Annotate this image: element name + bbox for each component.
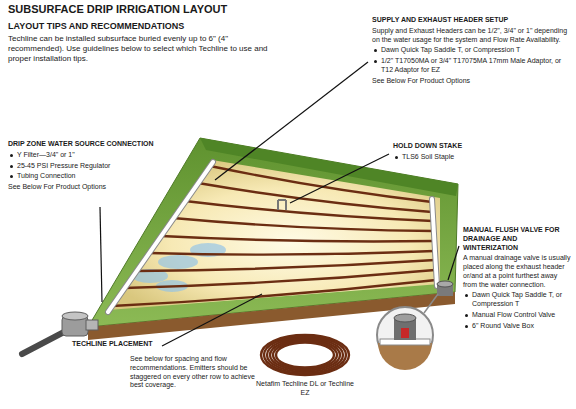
bullet-item: 1/2" T17050MA or 3/4" T17075MA 17mm Male…	[372, 57, 570, 75]
title: SUBSURFACE DRIP IRRIGATION LAYOUT	[8, 3, 227, 15]
coil-turn	[267, 338, 343, 372]
callout-text: See Below For Product Options	[372, 77, 570, 86]
bullet-item: 6" Round Valve Box	[463, 322, 571, 331]
callout-text: TECHLINE PLACEMENT	[72, 340, 192, 349]
bullet-item: Tubing Connection	[8, 172, 176, 181]
header-pipe	[432, 199, 437, 286]
techline-row	[112, 280, 436, 306]
callout-text: DRIP ZONE WATER SOURCE CONNECTION	[8, 140, 176, 149]
heading: MANUAL FLUSH VALVE FOR DRAINAGE AND WINT…	[463, 226, 559, 251]
product-label: Netafim Techline DL or Techline EZ	[256, 380, 354, 396]
header-outline	[108, 162, 213, 312]
bullet-text: Y Filter—3/4" or 1"	[17, 151, 75, 158]
water-source-fitting	[22, 312, 98, 354]
bullet-item: TLS6 Soil Staple	[393, 153, 543, 162]
bullet-item: Dawn Quick Tap Saddle T, or Compression …	[372, 46, 570, 55]
leader-line	[448, 246, 459, 280]
techline-row	[210, 166, 432, 202]
techline-row	[149, 251, 434, 255]
callout-text: LAYOUT TIPS AND RECOMMENDATIONS	[8, 21, 270, 32]
leader-line	[100, 207, 102, 302]
inset-soil	[378, 343, 432, 370]
techline-row	[124, 270, 435, 288]
callout-text: Supply and Exhaust Headers can be 1/2", …	[372, 27, 570, 45]
bullet-text: TLS6 Soil Staple	[402, 153, 454, 160]
bullet-item: Dawn Quick Tap Saddle T, or Compression …	[463, 291, 571, 309]
leader-line	[215, 62, 368, 180]
heading: HOLD DOWN STAKE	[393, 142, 462, 149]
coil-turn	[261, 335, 349, 375]
coil-turn	[264, 337, 346, 374]
valve-box	[437, 281, 453, 296]
valve-inset	[377, 307, 433, 370]
callout-text: See below for spacing and flow recommend…	[130, 355, 255, 390]
callout-text: Techline can be installed subsurface bur…	[8, 34, 270, 64]
body-text: Techline can be installed subsurface bur…	[8, 34, 268, 63]
techline-row	[185, 201, 433, 221]
leader-lines	[100, 62, 459, 346]
bullet-text: 25-45 PSI Pressure Regulator	[17, 162, 110, 169]
header-pipe	[108, 162, 213, 312]
bullet-dot	[10, 165, 13, 168]
soil-staple	[278, 200, 286, 210]
coil-turn	[273, 341, 337, 369]
body-text: See Below For Product Options	[8, 183, 106, 190]
inset-valve-lid	[394, 314, 416, 322]
callout-text: MANUAL FLUSH VALVE FOR DRAINAGE AND WINT…	[463, 226, 571, 252]
leader-line	[162, 294, 262, 346]
bullet-item: Y Filter—3/4" or 1"	[8, 151, 176, 160]
supply-header	[108, 162, 213, 312]
techline-row	[136, 260, 435, 271]
bullet-item: Manual Flow Control Valve	[463, 311, 571, 320]
bullet-text: Dawn Quick Tap Saddle T, or Compression …	[472, 291, 562, 307]
body-text: Supply and Exhaust Headers can be 1/2", …	[372, 27, 567, 43]
bullet-dot	[374, 60, 377, 63]
lit-field	[108, 160, 440, 310]
filter-cap	[62, 312, 88, 320]
soil-front	[88, 292, 455, 340]
callout-text: See Below For Product Options	[8, 183, 176, 192]
bullet-text: Manual Flow Control Valve	[472, 311, 555, 318]
coil-hole	[276, 343, 334, 368]
bullet-dot	[10, 175, 13, 178]
inset-valve	[401, 328, 409, 338]
heading: TECHLINE PLACEMENT	[72, 340, 153, 347]
supply-hose	[22, 332, 64, 354]
body-text: See Below For Product Options	[372, 77, 470, 84]
header-outline	[432, 199, 437, 286]
bullet-dot	[395, 156, 398, 159]
valve-box-lid	[437, 281, 453, 287]
regulator	[86, 320, 98, 330]
bullet-dot	[465, 325, 468, 328]
bullet-text: 6" Round Valve Box	[472, 322, 534, 329]
heading: LAYOUT TIPS AND RECOMMENDATIONS	[8, 21, 184, 31]
callout-text: SUBSURFACE DRIP IRRIGATION LAYOUT	[8, 3, 338, 17]
leader-line	[290, 154, 389, 203]
bullet-item: 25-45 PSI Pressure Regulator	[8, 162, 176, 171]
bullet-dot	[10, 154, 13, 157]
callout-text: Netafim Techline DL or Techline EZ	[255, 380, 355, 398]
wet-spot	[158, 255, 198, 269]
exhaust-header	[432, 199, 437, 286]
bullet-dot	[374, 49, 377, 52]
bullet-text: Tubing Connection	[17, 172, 76, 179]
heading: DRIP ZONE WATER SOURCE CONNECTION	[8, 140, 154, 147]
bullet-dot	[465, 314, 468, 317]
heading: SUPPLY AND EXHAUST HEADER SETUP	[372, 16, 508, 23]
bullet-text: 1/2" T17050MA or 3/4" T17075MA 17mm Male…	[381, 57, 561, 73]
body-text: A manual drainage valve is usually place…	[463, 254, 570, 287]
techline-coil	[261, 335, 349, 375]
inset-pointer	[424, 294, 438, 313]
bullet-dot	[465, 294, 468, 297]
coil-turn	[270, 340, 340, 371]
techline-row	[161, 236, 434, 241]
callout-text: A manual drainage valve is usually place…	[463, 254, 571, 289]
bullet-text: Dawn Quick Tap Saddle T, or Compression …	[381, 46, 520, 53]
callout-text: HOLD DOWN STAKE	[393, 142, 543, 151]
body-text: See below for spacing and flow recommend…	[130, 355, 255, 388]
callout-text: SUPPLY AND EXHAUST HEADER SETUP	[372, 16, 570, 25]
